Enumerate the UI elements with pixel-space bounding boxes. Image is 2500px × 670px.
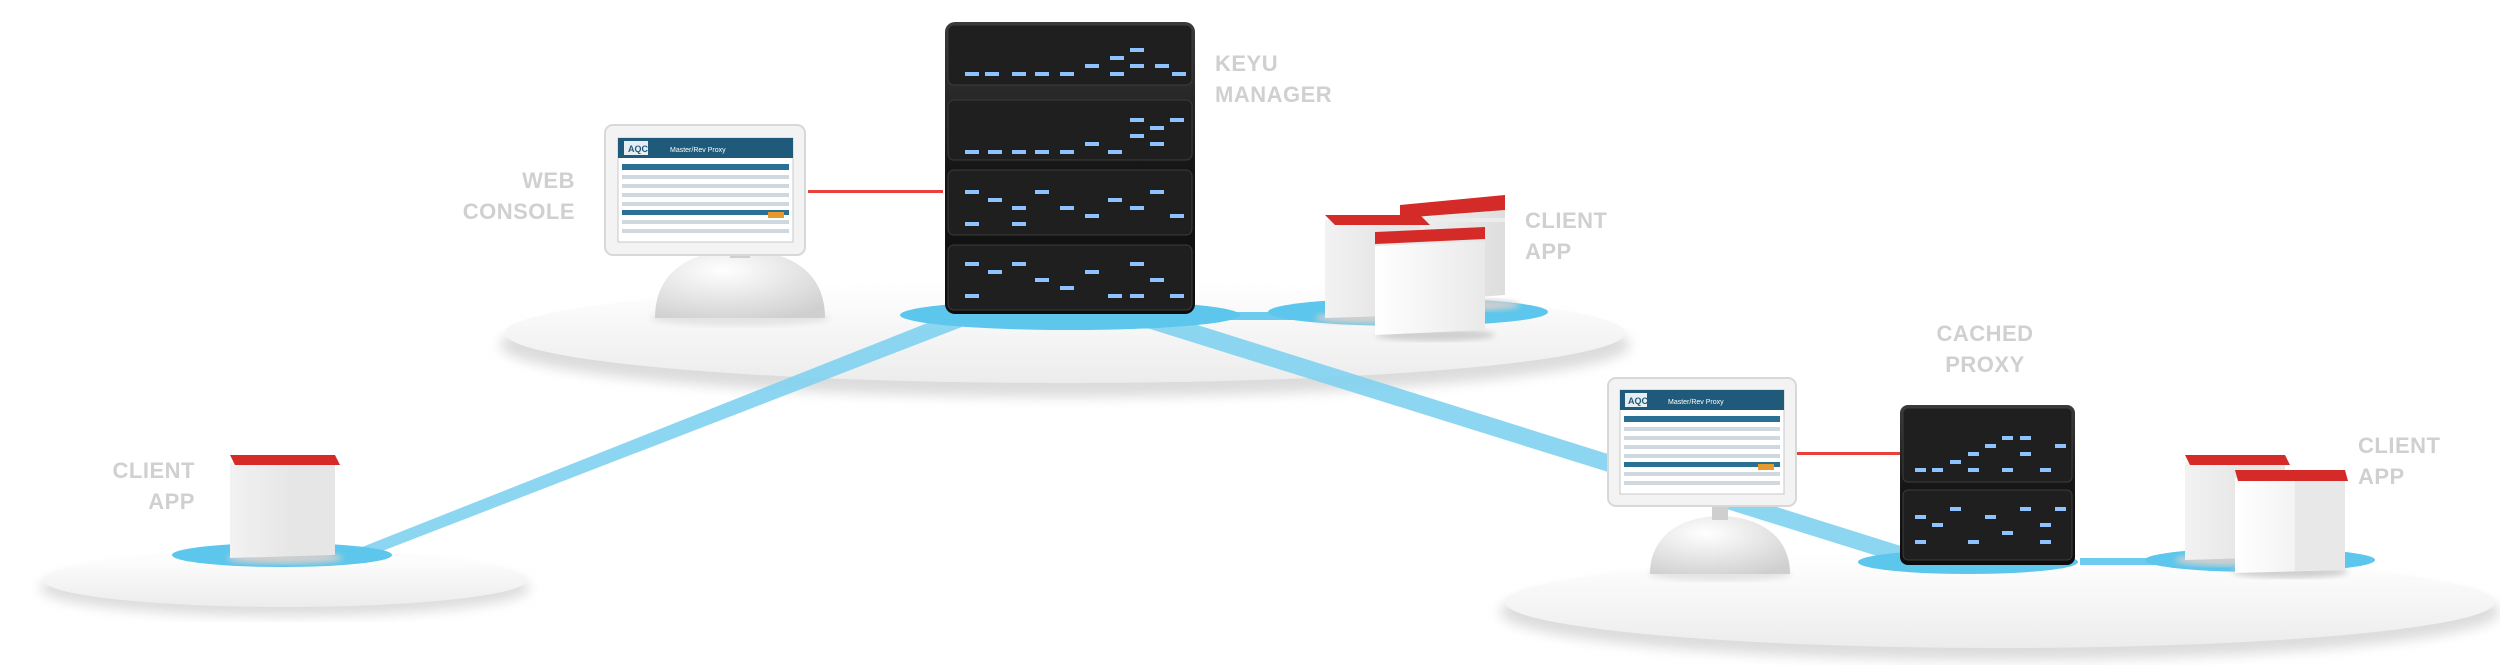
label-keyu-manager: KEYU MANAGER bbox=[1215, 48, 1332, 110]
label-line: CLIENT bbox=[1525, 208, 1608, 233]
monitor-logo-text: AQC bbox=[1628, 396, 1649, 406]
monitor-app-title: Master/Rev Proxy bbox=[1668, 399, 1724, 406]
label-client-app-bottom: CLIENT APP bbox=[2358, 430, 2440, 492]
client-box-icon bbox=[227, 455, 343, 564]
server-rack-icon bbox=[945, 22, 1195, 314]
client-box-icon bbox=[1374, 227, 1495, 341]
label-line: APP bbox=[2358, 464, 2405, 489]
client-box-icon bbox=[2232, 470, 2348, 578]
proxy-server-rack-icon bbox=[1900, 405, 2075, 565]
label-line: KEYU bbox=[1215, 51, 1279, 76]
monitor-icon: AQC Master/Rev Proxy bbox=[1607, 377, 1797, 581]
label-line: APP bbox=[148, 489, 195, 514]
link-console-to-proxy bbox=[1790, 452, 1900, 455]
label-line: CLIENT bbox=[112, 458, 195, 483]
label-line: WEB bbox=[522, 168, 575, 193]
label-line: CONSOLE bbox=[462, 199, 575, 224]
link-console-to-main bbox=[808, 190, 943, 193]
label-line: APP bbox=[1525, 239, 1572, 264]
label-web-console: WEB CONSOLE bbox=[410, 165, 575, 227]
label-line: CLIENT bbox=[2358, 433, 2441, 458]
label-line: PROXY bbox=[1945, 352, 2025, 377]
link-proxy-to-bottom-clients bbox=[2080, 558, 2190, 565]
monitor-app-title: Master/Rev Proxy bbox=[670, 147, 726, 154]
label-cached-proxy: CACHED PROXY bbox=[1895, 318, 2075, 380]
label-client-app-top: CLIENT APP bbox=[1525, 205, 1607, 267]
label-line: MANAGER bbox=[1215, 82, 1333, 107]
link-main-to-left-client bbox=[342, 318, 985, 555]
monitor-logo-text: AQC bbox=[628, 144, 649, 154]
label-line: CACHED bbox=[1936, 321, 2034, 346]
platform-left bbox=[40, 553, 530, 616]
label-client-app-left: CLIENT APP bbox=[60, 455, 195, 517]
monitor-icon: AQC Master/Rev Proxy bbox=[604, 124, 830, 326]
